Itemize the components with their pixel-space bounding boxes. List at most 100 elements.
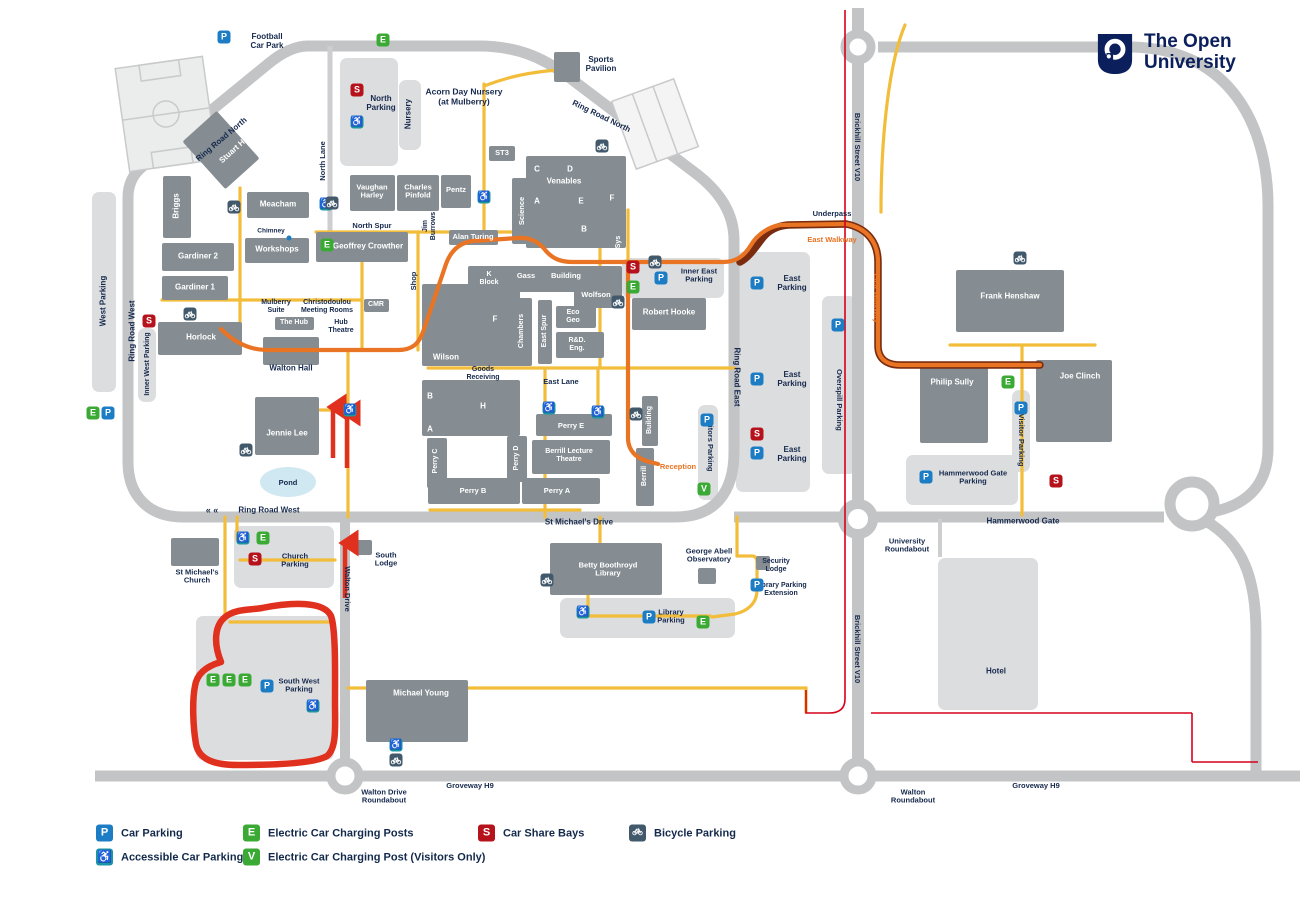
cmr-badge bbox=[364, 299, 389, 312]
car-parking-icon: P bbox=[919, 470, 933, 484]
frank-henshaw bbox=[956, 270, 1064, 332]
legend-item-bicycle-parking: Bicycle Parking bbox=[629, 824, 736, 842]
bicycle-parking-icon bbox=[629, 824, 646, 842]
inner-west-parking-area bbox=[138, 328, 156, 402]
legend-label: Electric Car Charging Post (Visitors Onl… bbox=[268, 851, 486, 863]
ev-charging-icon: E bbox=[243, 824, 260, 842]
pond bbox=[260, 467, 316, 497]
joe-clinch bbox=[1036, 360, 1112, 442]
legend-item-electric-car-charging-posts: E Electric Car Charging Posts bbox=[243, 824, 414, 842]
car-parking-icon: P bbox=[642, 610, 656, 624]
bicycle-parking-icon bbox=[239, 443, 253, 457]
st3-badge bbox=[489, 146, 515, 161]
legend-label: Electric Car Charging Posts bbox=[268, 827, 414, 839]
logo-text: The Open University bbox=[1144, 31, 1236, 73]
science bbox=[512, 178, 533, 244]
accessible-parking-icon: ♿ bbox=[306, 699, 320, 713]
gardiner-1 bbox=[162, 276, 228, 300]
eco-geo bbox=[556, 306, 596, 328]
car-parking-icon: P bbox=[1014, 401, 1028, 415]
bicycle-parking-icon bbox=[1013, 251, 1027, 265]
bicycle-parking-icon bbox=[611, 295, 625, 309]
car-parking-icon: P bbox=[750, 372, 764, 386]
car-parking-icon: P bbox=[700, 413, 714, 427]
accessible-parking-icon: ♿ bbox=[350, 115, 364, 129]
ev-charging-icon: E bbox=[86, 406, 100, 420]
perry-c bbox=[427, 438, 447, 488]
venables bbox=[526, 156, 626, 248]
perry-a bbox=[522, 478, 600, 504]
bicycle-parking-icon bbox=[325, 196, 339, 210]
bicycle-parking-icon bbox=[389, 753, 403, 767]
vaughan-harley bbox=[350, 175, 395, 211]
accessible-parking-icon: ♿ bbox=[236, 531, 250, 545]
car-share-icon: S bbox=[142, 314, 156, 328]
security-lodge bbox=[756, 556, 770, 570]
perry-d bbox=[507, 436, 527, 482]
ev-charging-icon: E bbox=[626, 280, 640, 294]
ev-charging-icon: E bbox=[206, 673, 220, 687]
bicycle-parking-icon bbox=[227, 200, 241, 214]
perry-e bbox=[536, 414, 612, 436]
hotel bbox=[938, 558, 1038, 710]
ev-charging-icon: E bbox=[1001, 375, 1015, 389]
horlock bbox=[158, 322, 242, 355]
car-parking-icon: P bbox=[101, 406, 115, 420]
accessible-parking-icon: ♿ bbox=[343, 403, 357, 417]
roundabout-hammerwood bbox=[1164, 476, 1220, 532]
george-abell bbox=[698, 568, 716, 584]
philip-sully bbox=[920, 363, 988, 443]
bicycle-parking-icon bbox=[540, 573, 554, 587]
ev-charging-icon: E bbox=[222, 673, 236, 687]
rd-eng bbox=[556, 332, 604, 358]
roundabout-walton bbox=[839, 757, 877, 795]
west-parking-area bbox=[92, 192, 116, 392]
legend-item-accessible-car-parking: ♿Accessible Car Parking bbox=[96, 848, 244, 866]
east-parking-area bbox=[736, 252, 810, 492]
berrill-building bbox=[642, 396, 658, 446]
briggs bbox=[163, 176, 191, 238]
legend-label: Bicycle Parking bbox=[654, 827, 736, 839]
car-parking-icon: P bbox=[750, 276, 764, 290]
ev-charging-icon: E bbox=[696, 615, 710, 629]
car-parking-icon: P bbox=[750, 446, 764, 460]
legend-label: Car Share Bays bbox=[503, 827, 585, 839]
car-share-icon: S bbox=[350, 83, 364, 97]
road-right-loop bbox=[878, 41, 1274, 519]
sports-pavilion bbox=[554, 52, 580, 82]
ou-logo: The Open University bbox=[1096, 31, 1236, 76]
accessible-parking-icon: ♿ bbox=[542, 401, 556, 415]
bicycle-parking-icon bbox=[595, 139, 609, 153]
bicycle-parking-icon bbox=[648, 255, 662, 269]
pentz bbox=[441, 175, 471, 208]
accessible-parking-icon: ♿ bbox=[477, 190, 491, 204]
visitors-parking-strip bbox=[698, 405, 718, 500]
the-hub-badge bbox=[275, 317, 314, 330]
logo-line-1: The Open bbox=[1144, 31, 1232, 52]
accessible-parking-icon: ♿ bbox=[576, 605, 590, 619]
car-parking-icon: P bbox=[831, 318, 845, 332]
bicycle-parking-icon bbox=[629, 407, 643, 421]
ev-charging-icon: E bbox=[320, 238, 334, 252]
roundabout-university bbox=[838, 499, 878, 539]
roundabouts bbox=[326, 29, 1220, 795]
car-share-icon: S bbox=[750, 427, 764, 441]
st-michaels-church bbox=[171, 538, 219, 566]
car-share-icon: S bbox=[248, 552, 262, 566]
road-southeast-link bbox=[1203, 516, 1262, 776]
ev-charging-icon: E bbox=[376, 33, 390, 47]
car-share-icon: S bbox=[1049, 474, 1063, 488]
perry-b bbox=[428, 478, 520, 504]
roundabout-walton-drive bbox=[326, 757, 364, 795]
east-walkway-casing bbox=[736, 220, 1044, 369]
redway-line bbox=[805, 10, 1258, 763]
meacham bbox=[247, 192, 309, 218]
legend-label: Accessible Car Parking bbox=[121, 851, 244, 863]
wilson-upper bbox=[422, 284, 520, 366]
chimney-dot bbox=[286, 235, 292, 241]
car-parking-icon: P bbox=[260, 679, 274, 693]
